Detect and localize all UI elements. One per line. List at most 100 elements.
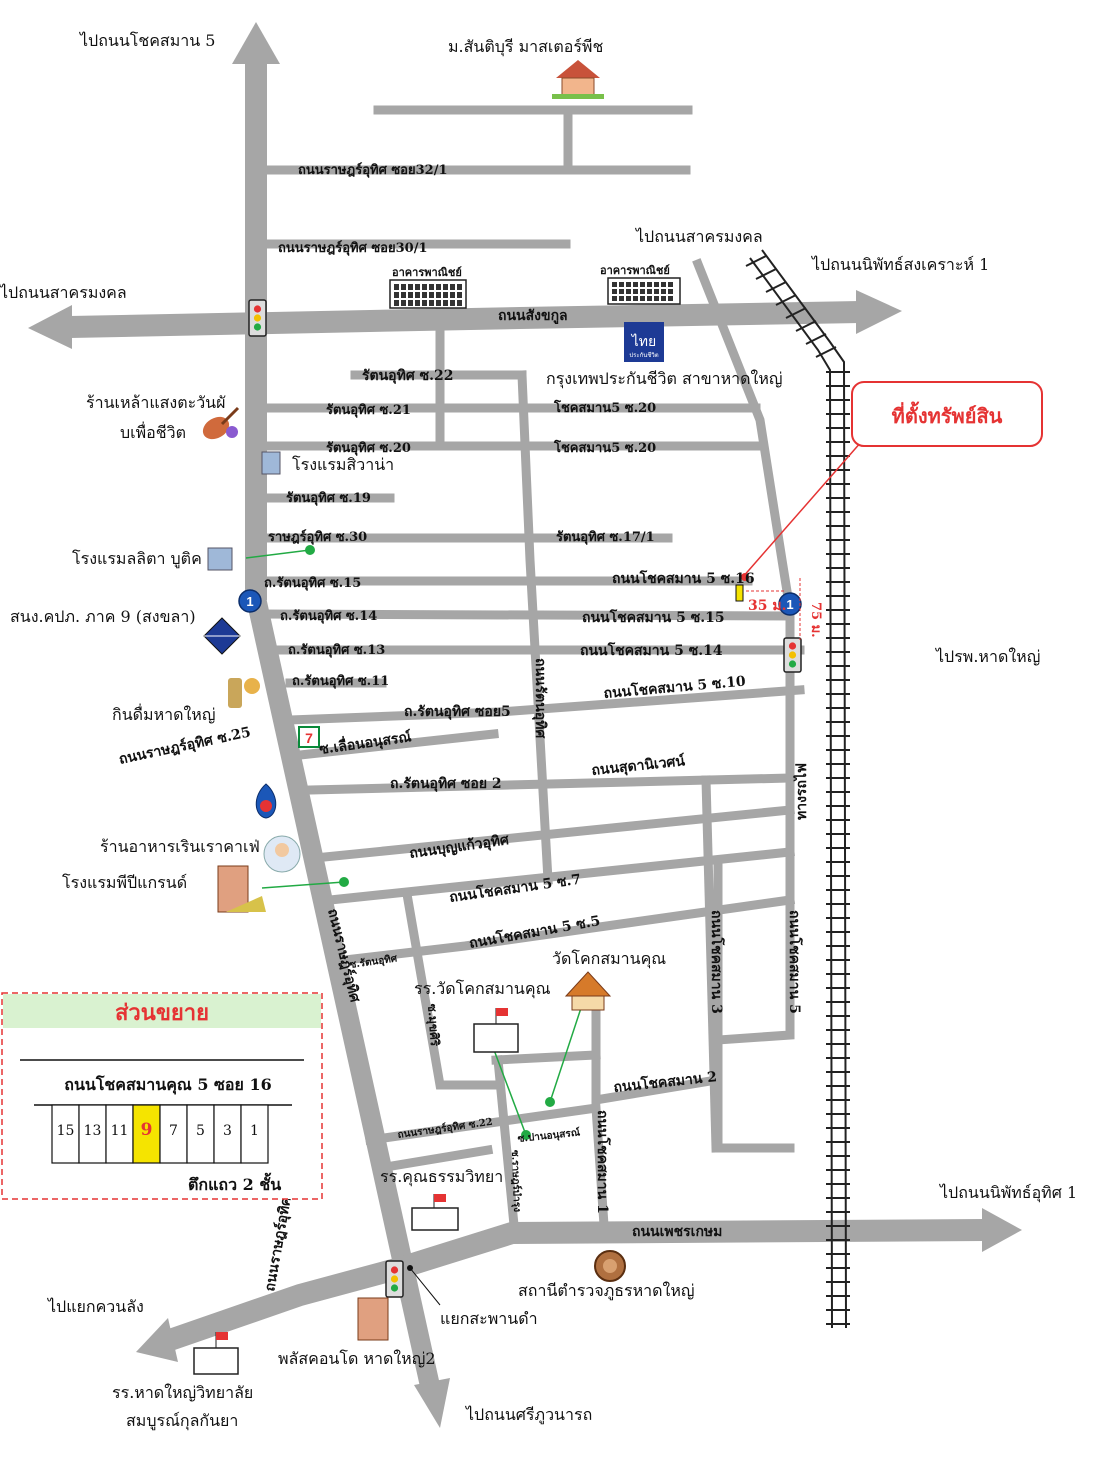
building-window <box>408 300 413 306</box>
railway <box>745 249 850 1329</box>
road-chok1-vertical-label: ถนนโชคสมาน 1 <box>594 1110 612 1214</box>
road-rattana21-label: รัตนอุทิศ ซ.21 <box>326 403 411 418</box>
school-building-icon <box>411 1194 459 1231</box>
hotel-pp-label: โรงแรมพีปีแกรนด์ <box>62 873 187 892</box>
road-rattana13-label: ถ.รัตนอุทิศ ซ.13 <box>288 643 385 658</box>
school-hy-label-1: รร.หาดใหญ่วิทยาลัย <box>112 1383 253 1402</box>
inset-unit <box>78 1104 107 1164</box>
road-chok7-label: ถนนโชคสมาน 5 ซ.7 <box>448 870 582 906</box>
building-window <box>436 300 441 306</box>
bar-label-1: ร้านเหล้าแสงตะวันผั <box>86 393 226 412</box>
inset-unit <box>186 1104 215 1164</box>
chef-icon <box>263 835 301 873</box>
building-window <box>668 289 673 294</box>
road-rattana19-label: รัตนอุทิศ ซ.19 <box>286 491 371 506</box>
building-window <box>401 300 406 306</box>
building-window <box>612 296 617 301</box>
building-window <box>612 289 617 294</box>
restaurant-label: ร้านอาหารเรินเราคาเฟ่ <box>100 837 260 856</box>
road-rattana17-label: รัตนอุทิศ ซ.17/1 <box>556 530 655 545</box>
road-rat22-label: ถนนราษฎร์อุทิศ ซ.22 <box>397 1116 494 1141</box>
building-window <box>647 289 652 294</box>
guitar-icon <box>202 406 240 440</box>
dest-kuanlang-label: ไปแยกควนลัง <box>46 1297 144 1316</box>
office-diamond-icon <box>203 617 241 655</box>
building-window <box>429 300 434 306</box>
road-ratbamrung-label: ซ.ราษฎร์บำรุง <box>509 1150 523 1213</box>
road-rattana11-label: ถ.รัตนอุทิศ ซ.11 <box>292 674 389 689</box>
property-callout-label: ที่ตั้งทรัพย์สิน <box>892 401 1003 428</box>
building-window <box>422 284 427 290</box>
building-window <box>429 292 434 298</box>
road-rattana14-label: ถ.รัตนอุทิศ ซ.14 <box>280 609 377 624</box>
village-label: ม.สันติบุรี มาสเตอร์พีช <box>448 37 603 57</box>
commercial2-label: อาคารพาณิชย์ <box>600 264 670 277</box>
police-icon <box>594 1250 626 1282</box>
building-window <box>443 284 448 290</box>
road-mudsiri-label: ซ.มุขศิริ <box>424 1003 442 1047</box>
building-window <box>457 300 462 306</box>
road-rattana22-label: รัตนอุทิศ ซ.22 <box>362 368 453 384</box>
dest-sakorn-top-label: ไปถนนสาครมงคล <box>634 227 763 246</box>
building-window <box>654 282 659 287</box>
marker-1-label: 1 <box>246 594 253 609</box>
gas-station-icon <box>255 783 277 819</box>
building-window <box>408 292 413 298</box>
building-window <box>619 289 624 294</box>
secondary-roads <box>253 105 805 1230</box>
building-window <box>661 296 666 301</box>
building-window <box>415 284 420 290</box>
road-chok3-vertical-label: ถนนโชคสมาน 3 <box>708 910 726 1014</box>
seven-eleven-label: 7 <box>305 730 313 746</box>
road-sungjakul <box>28 290 902 349</box>
drink-icon <box>228 678 260 708</box>
road-sanambin-label: ซ.ปานอนุสรณ์ <box>517 1126 581 1145</box>
inset-unit <box>105 1104 134 1164</box>
commercial1-label: อาคารพาณิชย์ <box>392 266 462 279</box>
building-window <box>640 296 645 301</box>
school-building-icon <box>193 1332 239 1375</box>
seven-eleven-icon: 7 <box>298 726 320 748</box>
bank-logo-text: ไทย <box>631 333 656 349</box>
building-window <box>661 282 666 287</box>
inset-unit-number: 15 <box>57 1123 75 1139</box>
building-window <box>436 292 441 298</box>
property-marker <box>735 573 801 640</box>
building-window <box>654 289 659 294</box>
building-window <box>633 282 638 287</box>
inset-unit-number: 7 <box>169 1123 178 1139</box>
hotel-sivana-label: โรงแรมสิวาน่า <box>292 455 394 474</box>
commercial-building-icon <box>607 277 681 305</box>
road-chok14-label: ถนนโชคสมาน 5 ซ.14 <box>580 641 723 659</box>
road-railway-label: ทางรถไฟ <box>792 763 810 820</box>
building-window <box>436 284 441 290</box>
inset-unit <box>240 1104 269 1164</box>
building-window <box>647 296 652 301</box>
building-window <box>394 284 399 290</box>
temple-label: วัดโคกสมานคุณ <box>552 949 666 969</box>
road-boon-label: ถนนบุญแก้วอุทิศ <box>408 832 511 862</box>
road-chok20b-label: โชคสมาน5 ซ.20 <box>553 439 656 456</box>
building-window <box>401 292 406 298</box>
railway-tie <box>785 307 807 319</box>
building-window <box>626 296 631 301</box>
road-soi30-label: ถนนราษฎร์อุทิศ ซอย30/1 <box>278 240 428 256</box>
school-temple-label: รร.วัดโคกสมานคุณ <box>414 979 551 999</box>
building-window <box>640 289 645 294</box>
inset-unit <box>213 1104 242 1164</box>
road-sungjakul-label: ถนนสังขกูล <box>498 308 568 324</box>
road-rattana-soi2-label: ถ.รัตนอุทิศ ซอย 2 <box>390 776 502 792</box>
road-phetkasem-label: ถนนเพชรเกษม <box>632 1224 722 1240</box>
inset-unit <box>132 1104 161 1164</box>
house-icon <box>552 60 604 99</box>
hotel-building-icon <box>207 547 233 571</box>
marker-1-icon: 1 <box>778 592 802 616</box>
bar-label-2: บเพื่อชีวิต <box>120 421 186 442</box>
building-window <box>661 289 666 294</box>
inset-note: ตึกแถว 2 ชั้น <box>188 1172 281 1194</box>
building-window <box>401 284 406 290</box>
road-soi32-label: ถนนราษฎร์อุทิศ ซอย32/1 <box>298 162 448 178</box>
road-rattana15-label: ถ.รัตนอุทิศ ซ.15 <box>264 576 361 591</box>
building-window <box>415 300 420 306</box>
